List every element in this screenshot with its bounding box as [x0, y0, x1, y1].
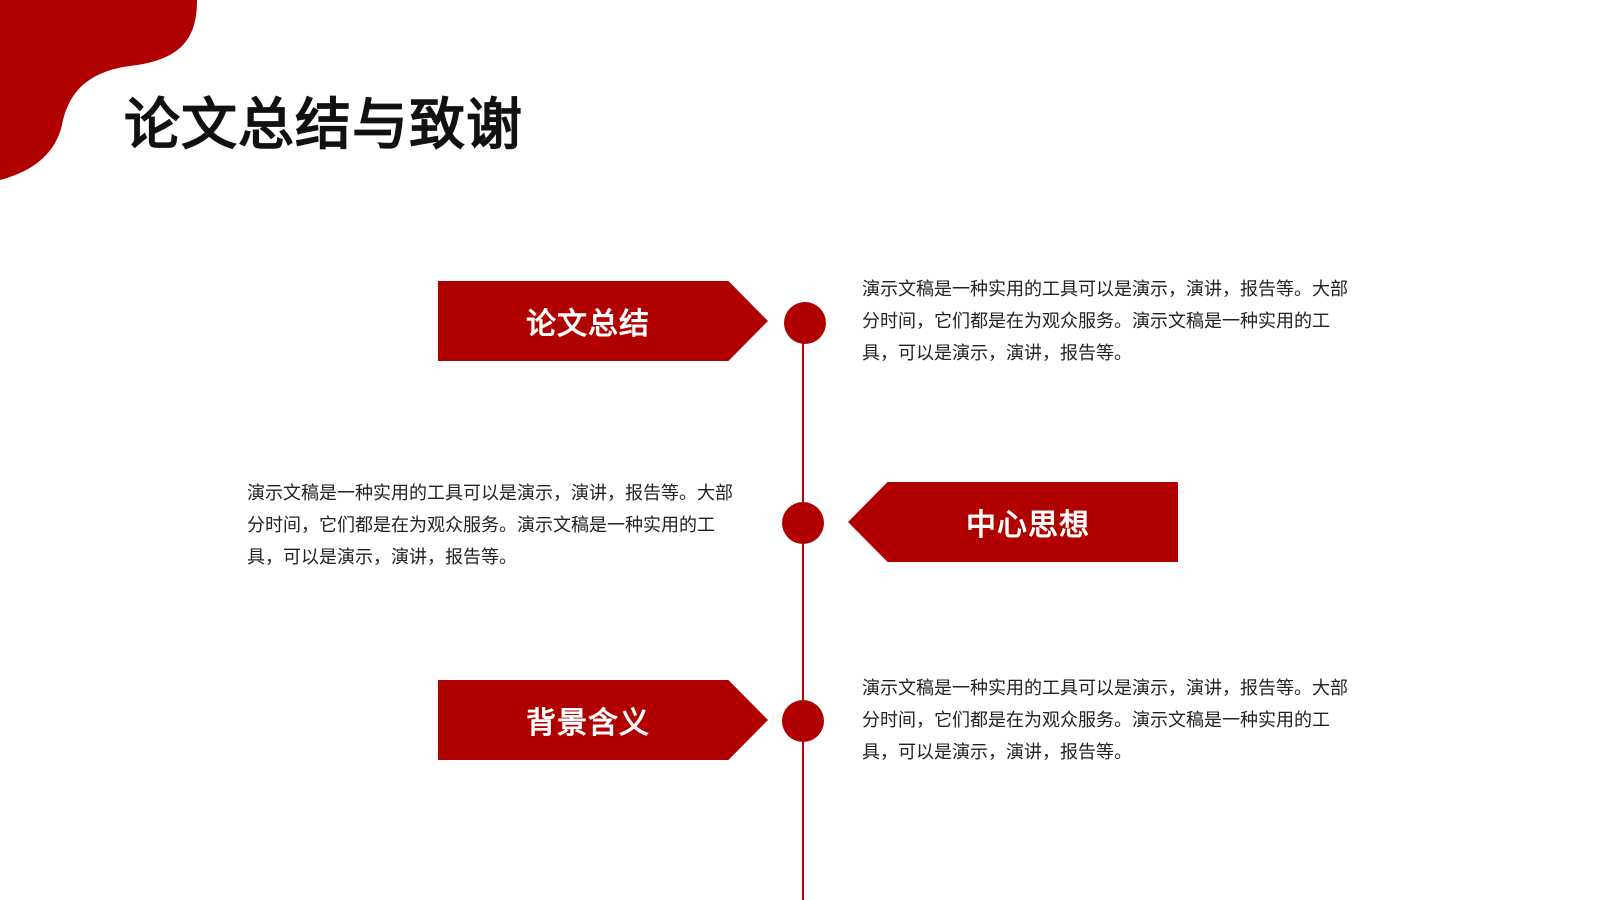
corner-decoration [0, 0, 197, 180]
timeline-description: 演示文稿是一种实用的工具可以是演示，演讲，报告等。大部分时间，它们都是在为观众服… [247, 483, 733, 568]
timeline-tag-label: 中心思想 [966, 508, 1090, 543]
page-title: 论文总结与致谢 [124, 93, 523, 158]
timeline-tag-summary: 论文总结 [438, 281, 768, 361]
timeline-node [782, 502, 824, 544]
timeline-description: 演示文稿是一种实用的工具可以是演示，演讲，报告等。大部分时间，它们都是在为观众服… [862, 678, 1348, 763]
timeline-node [784, 302, 826, 344]
timeline-tag-label: 论文总结 [526, 307, 650, 342]
timeline-tag-central-idea: 中心思想 [848, 482, 1178, 562]
timeline-description: 演示文稿是一种实用的工具可以是演示，演讲，报告等。大部分时间，它们都是在为观众服… [862, 279, 1348, 364]
timeline-node [782, 700, 824, 742]
timeline-tag-background: 背景含义 [438, 680, 768, 760]
timeline-line [802, 314, 804, 900]
timeline-tag-label: 背景含义 [526, 706, 650, 741]
